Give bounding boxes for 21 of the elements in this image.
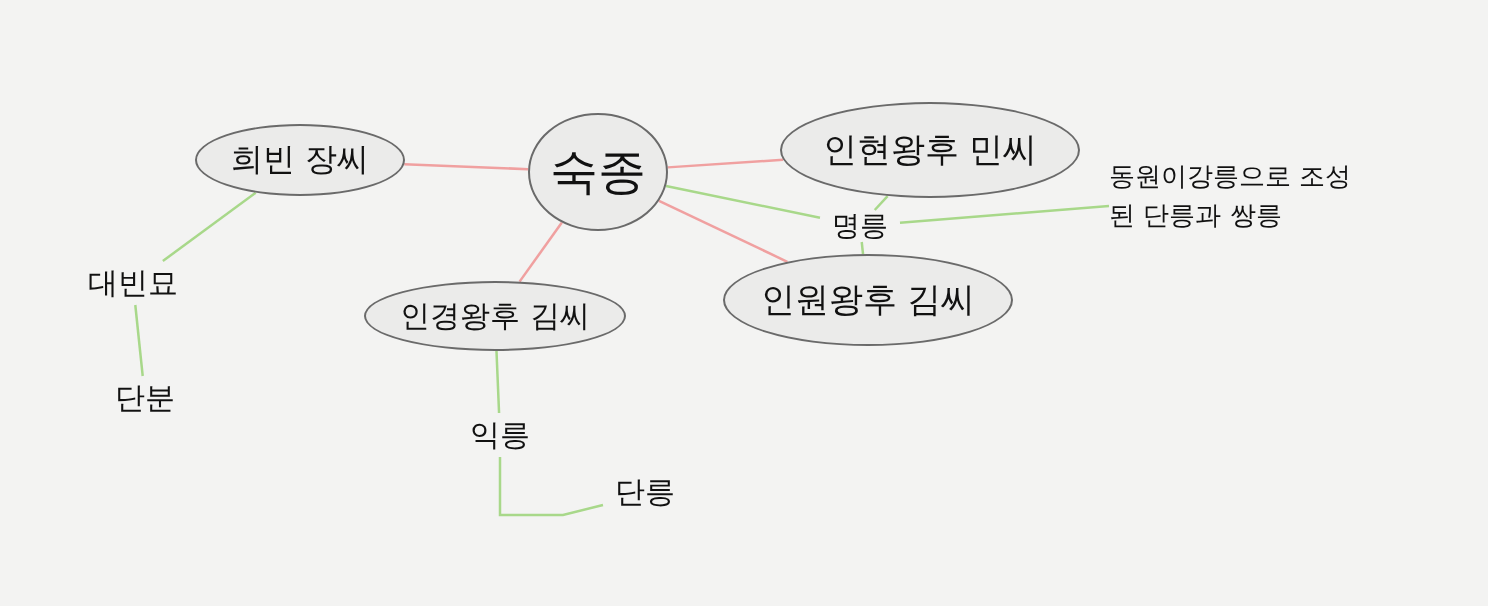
ellipse-node: 인경왕후 김씨 xyxy=(364,281,626,351)
node-label: 대빈묘 xyxy=(78,261,188,305)
ellipse-node: 인현왕후 민씨 xyxy=(780,102,1080,198)
node-label: 단분 xyxy=(103,376,187,420)
connector-line xyxy=(665,184,821,219)
connector-line xyxy=(404,162,529,171)
connector-line xyxy=(658,199,788,263)
node-label: 단릉 xyxy=(603,470,687,514)
connector-line xyxy=(495,350,501,414)
ellipse-node: 숙종 xyxy=(528,113,668,231)
ellipse-node: 인원왕후 김씨 xyxy=(723,254,1013,346)
node-label: 명릉 xyxy=(820,210,900,242)
connector-line xyxy=(860,241,865,255)
node-label: 익릉 xyxy=(458,413,542,457)
connector-line xyxy=(873,195,889,211)
node-label: 동원이강릉으로 조성된 단릉과 쌍릉 xyxy=(1109,154,1355,238)
ellipse-node: 희빈 장씨 xyxy=(195,124,405,196)
connector-line xyxy=(899,204,1110,224)
connector-line xyxy=(518,221,563,283)
connector-line xyxy=(134,304,144,377)
connector-line xyxy=(498,457,604,517)
